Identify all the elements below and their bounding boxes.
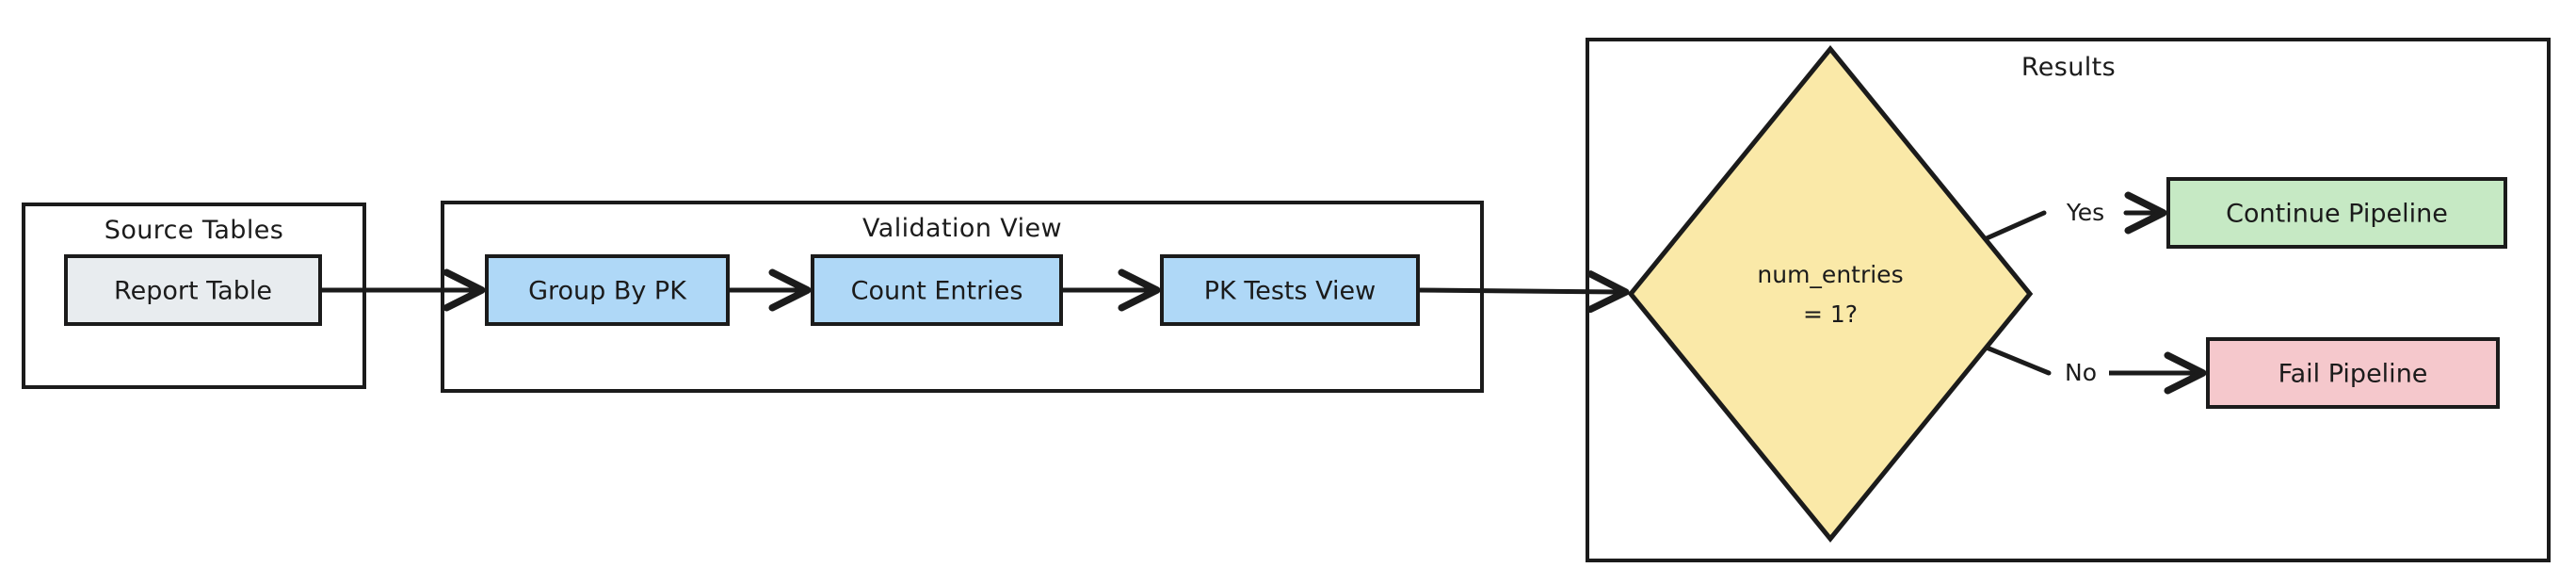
no-label-backdrop — [2053, 354, 2109, 392]
edge-check-to-continue-stem — [1984, 210, 2047, 241]
group-by-pk-rect[interactable] — [485, 254, 730, 326]
edge-check-to-fail-stem — [1984, 345, 2052, 376]
decision-diamond-shape[interactable] — [1627, 45, 2034, 543]
source-tables-border — [22, 203, 366, 389]
node-continue-pipeline[interactable]: Continue Pipeline — [2166, 177, 2507, 249]
node-report-table[interactable]: Report Table — [64, 254, 322, 326]
pk-tests-view-rect[interactable] — [1160, 254, 1420, 326]
report-table-label: Report Table — [114, 277, 272, 306]
validation-view-title: Validation View — [862, 214, 1062, 243]
group-by-pk-label: Group By PK — [528, 277, 687, 306]
decision-label-line1: num_entries — [1757, 261, 1903, 288]
node-fail-pipeline[interactable]: Fail Pipeline — [2206, 337, 2500, 409]
node-group-by-pk[interactable]: Group By PK — [485, 254, 730, 326]
container-source-tables: Source Tables — [22, 203, 366, 389]
results-title: Results — [2021, 53, 2116, 82]
decision-label-line2: = 1? — [1803, 300, 1858, 328]
edge-label-yes: Yes — [2066, 199, 2104, 226]
node-pk-tests-view[interactable]: PK Tests View — [1160, 254, 1420, 326]
pk-tests-view-label: PK Tests View — [1204, 277, 1376, 306]
continue-pipeline-rect[interactable] — [2166, 177, 2507, 249]
fail-pipeline-label: Fail Pipeline — [2278, 360, 2428, 389]
fail-pipeline-rect[interactable] — [2206, 337, 2500, 409]
count-entries-rect[interactable] — [811, 254, 1063, 326]
yes-label-backdrop — [2051, 194, 2120, 232]
continue-pipeline-label: Continue Pipeline — [2226, 200, 2448, 229]
validation-view-border — [441, 201, 1484, 393]
container-validation-view: Validation View — [441, 201, 1484, 393]
edge-pktests-to-check — [1415, 270, 1630, 314]
source-tables-title: Source Tables — [105, 216, 283, 245]
report-table-rect[interactable] — [64, 254, 322, 326]
edge-labels-group: Yes No — [2051, 194, 2120, 392]
decision-num-entries-check[interactable]: num_entries = 1? — [1627, 45, 2034, 543]
node-count-entries[interactable]: Count Entries — [811, 254, 1063, 326]
edge-label-no: No — [2065, 359, 2097, 386]
edges-group — [317, 191, 2207, 395]
count-entries-label: Count Entries — [851, 277, 1023, 306]
